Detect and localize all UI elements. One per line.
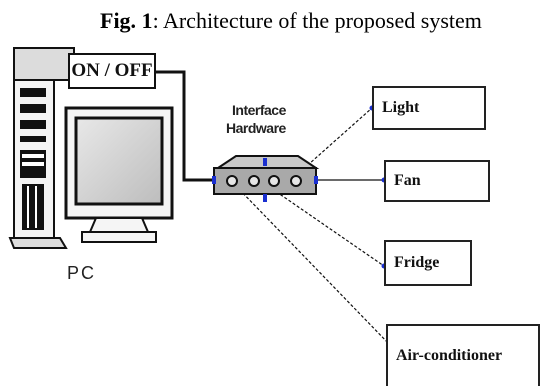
device-fan: Fan	[384, 160, 490, 202]
link-light	[299, 107, 373, 173]
device-fan-label: Fan	[394, 172, 421, 189]
pc-monitor	[64, 106, 174, 243]
device-air-conditioner-label: Air-conditioner	[396, 347, 503, 364]
interface-label-line2: Hardware	[226, 120, 286, 136]
interface-hub	[212, 105, 387, 269]
device-fridge-label: Fridge	[394, 254, 440, 271]
link-fridge	[267, 185, 385, 267]
device-light: Light	[372, 86, 486, 130]
pc-tower	[13, 47, 75, 241]
figure-title: : Architecture of the proposed system	[152, 8, 482, 33]
device-light-label: Light	[382, 99, 420, 116]
figure-number: Fig. 1	[100, 8, 153, 33]
pc-to-interface-link	[156, 70, 212, 182]
pc-keyboard	[8, 237, 68, 249]
device-air-conditioner: Air-conditioner	[386, 324, 540, 386]
figure-caption: Fig. 1: Architecture of the proposed sys…	[100, 8, 482, 34]
interface-label-line1: Interface	[232, 102, 286, 118]
on-off-switch: ON / OFF	[68, 53, 156, 89]
device-links	[235, 107, 391, 346]
link-air-conditioner	[235, 185, 391, 346]
pc-label: PC	[67, 263, 97, 283]
device-fridge: Fridge	[384, 240, 472, 286]
